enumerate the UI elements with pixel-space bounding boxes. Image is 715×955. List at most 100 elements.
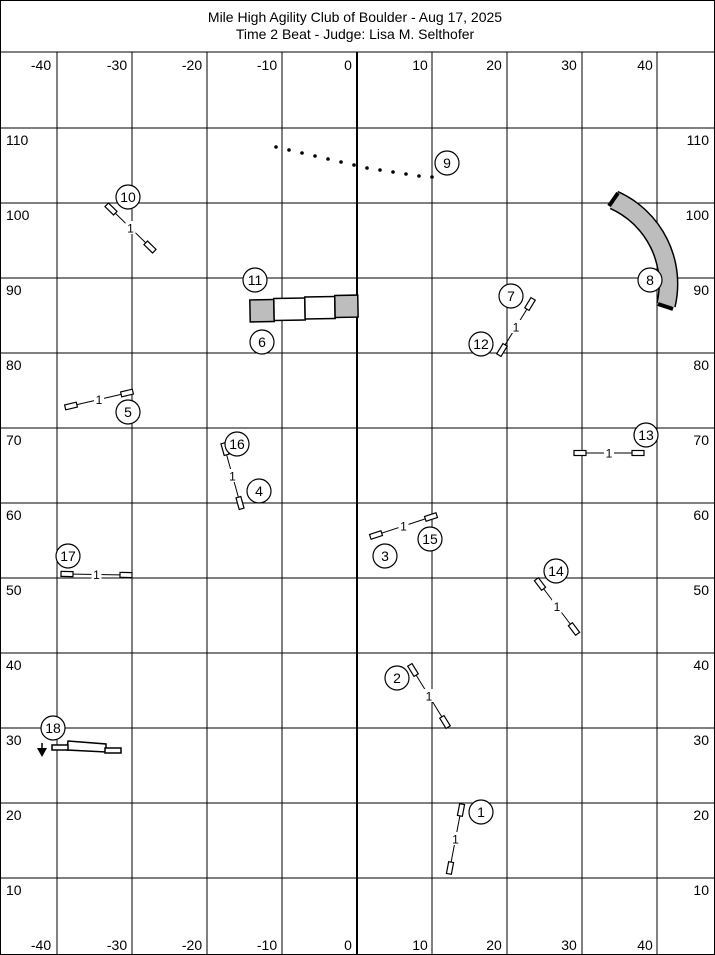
jump-1[interactable]: 1 bbox=[445, 802, 466, 876]
weave-pole bbox=[274, 145, 278, 149]
y-tick-label: 50 bbox=[693, 582, 709, 598]
jump-bar-label: 1 bbox=[606, 447, 613, 461]
sequence-number-8[interactable]: 8 bbox=[637, 267, 663, 293]
jump-17[interactable]: 1 bbox=[60, 567, 133, 583]
jump-10[interactable]: 1 bbox=[104, 202, 157, 254]
weave-pole bbox=[365, 166, 369, 170]
number-label: 11 bbox=[248, 272, 263, 288]
jump-3[interactable]: 1 bbox=[368, 512, 439, 540]
sequence-number-1[interactable]: 1 bbox=[468, 799, 494, 825]
x-tick-label: 0 bbox=[344, 57, 352, 73]
number-circle bbox=[115, 399, 141, 425]
number-circle bbox=[434, 150, 460, 176]
weave-pole bbox=[339, 160, 343, 164]
tunnel[interactable] bbox=[607, 190, 679, 311]
jump-bar-label: 1 bbox=[513, 321, 520, 335]
sequence-number-16[interactable]: 16 bbox=[224, 431, 250, 457]
number-circle bbox=[468, 331, 494, 357]
jump-label-bg bbox=[424, 689, 434, 702]
pause-table[interactable] bbox=[37, 740, 122, 757]
weave-pole bbox=[430, 175, 434, 179]
x-tick-label: -30 bbox=[107, 937, 127, 953]
sequence-number-14[interactable]: 14 bbox=[543, 558, 569, 584]
jump-7[interactable]: 1 bbox=[495, 296, 537, 358]
sequence-number-6[interactable]: 6 bbox=[249, 329, 275, 355]
sequence-number-15[interactable]: 15 bbox=[417, 526, 443, 552]
sequence-number-10[interactable]: 10 bbox=[115, 184, 141, 210]
number-circle bbox=[224, 431, 250, 457]
weave-pole bbox=[300, 151, 304, 155]
sequence-number-5[interactable]: 5 bbox=[115, 399, 141, 425]
sequence-number-17[interactable]: 17 bbox=[55, 543, 81, 569]
y-tick-label: 110 bbox=[6, 132, 29, 148]
x-axis-top: -40 -30 -20 -10 0 10 20 30 40 bbox=[31, 57, 653, 73]
y-tick-label: 90 bbox=[6, 282, 22, 298]
jump-wing bbox=[63, 401, 79, 411]
number-label: 12 bbox=[473, 336, 489, 352]
jump-label-bg bbox=[91, 567, 102, 581]
number-label: 5 bbox=[124, 404, 132, 420]
number-label: 16 bbox=[229, 436, 245, 452]
jump-bar-label: 1 bbox=[554, 600, 561, 614]
jump-wing bbox=[423, 512, 439, 522]
weave-pole bbox=[352, 163, 356, 167]
jump-bar-label: 1 bbox=[96, 393, 103, 407]
x-tick-label: 0 bbox=[344, 937, 352, 953]
number-circle bbox=[242, 267, 268, 293]
number-circle bbox=[246, 478, 272, 504]
jump-wing bbox=[368, 530, 384, 540]
number-circle bbox=[55, 543, 81, 569]
sequence-number-13[interactable]: 13 bbox=[633, 422, 659, 448]
dogwalk-plank bbox=[304, 295, 336, 320]
y-tick-label: 100 bbox=[686, 207, 710, 223]
y-tick-label: 10 bbox=[693, 882, 709, 898]
sequence-number-4[interactable]: 4 bbox=[246, 478, 272, 504]
sequence-number-2[interactable]: 2 bbox=[384, 665, 410, 691]
jump-label-bg bbox=[94, 392, 104, 406]
number-circle bbox=[372, 543, 398, 569]
x-axis-bottom: -40 -30 -20 -10 0 10 20 30 40 bbox=[31, 937, 653, 953]
y-axis-right: 110 100 90 80 70 60 50 40 30 20 10 bbox=[686, 132, 710, 898]
jump-wing bbox=[438, 714, 452, 730]
y-tick-label: 70 bbox=[6, 432, 22, 448]
jump-bar-label: 1 bbox=[229, 470, 236, 484]
x-tick-label: 10 bbox=[412, 937, 428, 953]
number-circle bbox=[417, 526, 443, 552]
number-circle bbox=[40, 715, 66, 741]
jump-wing bbox=[631, 449, 645, 457]
jump-2[interactable]: 1 bbox=[406, 662, 452, 730]
sequence-number-7[interactable]: 7 bbox=[498, 283, 524, 309]
sequence-number-18[interactable]: 18 bbox=[40, 715, 66, 741]
x-tick-label: 40 bbox=[637, 937, 653, 953]
weave-pole bbox=[326, 157, 330, 161]
y-axis-left: 110 100 90 80 70 60 50 40 30 20 10 bbox=[6, 132, 30, 898]
jump-5[interactable]: 1 bbox=[63, 388, 135, 411]
sequence-number-12[interactable]: 12 bbox=[468, 331, 494, 357]
jump-4[interactable]: 1 bbox=[220, 441, 245, 511]
jump-wing bbox=[573, 449, 587, 457]
tunnel-entry bbox=[607, 191, 620, 208]
sequence-number-11[interactable]: 11 bbox=[242, 267, 268, 293]
number-label: 1 bbox=[477, 804, 485, 820]
jump-13[interactable]: 1 bbox=[573, 446, 645, 461]
grid bbox=[0, 52, 715, 955]
number-label: 6 bbox=[258, 334, 266, 350]
course-subtitle: Time 2 Beat - Judge: Lisa M. Selthofer bbox=[236, 26, 475, 42]
sequence-number-9[interactable]: 9 bbox=[434, 150, 460, 176]
number-circle bbox=[498, 283, 524, 309]
jump-label-bg bbox=[227, 469, 238, 482]
table-end bbox=[51, 744, 69, 751]
number-label: 10 bbox=[120, 189, 136, 205]
y-tick-label: 30 bbox=[6, 732, 22, 748]
weave-poles[interactable] bbox=[274, 145, 434, 179]
sequence-number-3[interactable]: 3 bbox=[372, 543, 398, 569]
jump-14[interactable]: 1 bbox=[533, 576, 581, 637]
number-circle bbox=[249, 329, 275, 355]
x-tick-label: -40 bbox=[31, 57, 51, 73]
dogwalk[interactable] bbox=[249, 294, 359, 323]
x-tick-label: -10 bbox=[257, 57, 277, 73]
jump-bar-label: 1 bbox=[426, 690, 433, 704]
